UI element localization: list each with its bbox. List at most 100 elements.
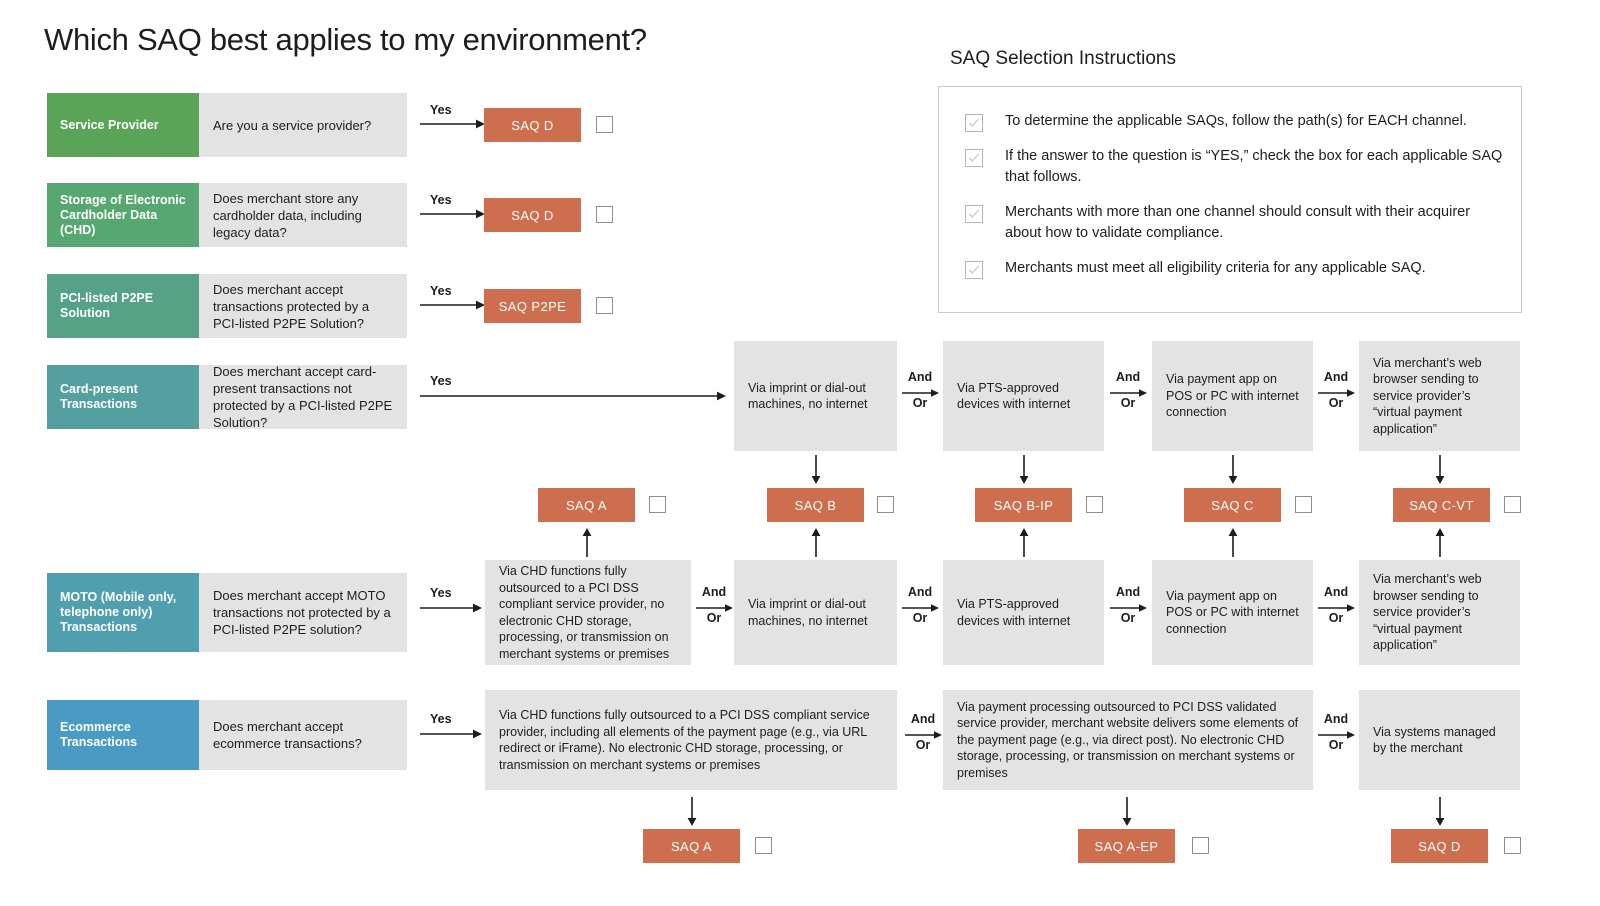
channel-label-p2pe: PCI-listed P2PE Solution xyxy=(47,274,199,338)
saq-badge-service-provider[interactable]: SAQ D xyxy=(484,108,581,142)
card-present-path-box: Via merchant’s web browser sending to se… xyxy=(1359,341,1520,451)
ecommerce-path-box: Via payment processing outsourced to PCI… xyxy=(943,690,1313,790)
ecommerce-path-box: Via systems managed by the merchant xyxy=(1359,690,1520,790)
yes-label: Yes xyxy=(430,193,452,207)
channel-label-service-provider: Service Provider xyxy=(47,93,199,157)
card-present-path-box: Via PTS-approved devices with internet xyxy=(943,341,1104,451)
arrow-up-icon xyxy=(810,527,822,557)
or-label: Or xyxy=(1120,611,1136,625)
arrow-right-icon xyxy=(902,388,940,398)
arrow-right-icon xyxy=(420,602,483,614)
channel-label-moto: MOTO (Mobile only, telephone only) Trans… xyxy=(47,573,199,652)
saq-badge-a[interactable]: SAQ A xyxy=(538,488,635,522)
channel-question-card-present: Does merchant accept card-present transa… xyxy=(199,364,407,430)
and-label: And xyxy=(701,585,727,599)
or-label: Or xyxy=(1120,396,1136,410)
saq-checkbox[interactable] xyxy=(596,297,613,314)
saq-checkbox[interactable] xyxy=(1295,496,1312,513)
arrow-up-icon xyxy=(1018,527,1030,557)
check-icon[interactable] xyxy=(965,114,983,132)
moto-path-box: Via imprint or dial-out machines, no int… xyxy=(734,560,897,665)
and-label: And xyxy=(1323,370,1349,384)
instruction-text: Merchants must meet all eligibility crit… xyxy=(1005,260,1426,276)
and-label: And xyxy=(907,370,933,384)
check-icon[interactable] xyxy=(965,261,983,279)
yes-label: Yes xyxy=(430,374,452,388)
arrow-up-icon xyxy=(581,527,593,557)
yes-label: Yes xyxy=(430,284,452,298)
arrow-right-icon xyxy=(420,728,483,740)
yes-label: Yes xyxy=(430,712,452,726)
and-label: And xyxy=(910,712,936,726)
arrow-down-icon xyxy=(1227,455,1239,485)
arrow-right-icon xyxy=(902,603,940,613)
instructions-panel-title: SAQ Selection Instructions xyxy=(950,48,1176,69)
instruction-text: If the answer to the question is “YES,” … xyxy=(1005,148,1503,185)
and-label: And xyxy=(907,585,933,599)
channel-question-chd-storage: Does merchant store any cardholder data,… xyxy=(199,183,407,247)
arrow-down-icon xyxy=(810,455,822,485)
arrow-right-icon xyxy=(696,603,734,613)
instructions-panel: To determine the applicable SAQs, follow… xyxy=(938,86,1522,313)
arrow-right-icon xyxy=(420,118,486,130)
moto-path-box: Via PTS-approved devices with internet xyxy=(943,560,1104,665)
saq-badge-b-ip[interactable]: SAQ B-IP xyxy=(975,488,1072,522)
arrow-right-icon xyxy=(905,730,943,740)
instruction-item: To determine the applicable SAQs, follow… xyxy=(965,111,1503,132)
channel-label-ecommerce: Ecommerce Transactions xyxy=(47,700,199,770)
saq-badge-c[interactable]: SAQ C xyxy=(1184,488,1281,522)
and-label: And xyxy=(1115,585,1141,599)
saq-badge-a-ep[interactable]: SAQ A-EP xyxy=(1078,829,1175,863)
arrow-right-long-icon xyxy=(420,390,727,402)
channel-question-service-provider: Are you a service provider? xyxy=(199,93,407,157)
arrow-right-icon xyxy=(420,299,486,311)
or-label: Or xyxy=(1328,611,1344,625)
card-present-path-box: Via imprint or dial-out machines, no int… xyxy=(734,341,897,451)
channel-label-chd-storage: Storage of Electronic Cardholder Data (C… xyxy=(47,183,199,247)
saq-checkbox[interactable] xyxy=(1504,496,1521,513)
arrow-down-icon xyxy=(686,797,698,827)
card-present-path-box: Via payment app on POS or PC with intern… xyxy=(1152,341,1313,451)
or-label: Or xyxy=(1328,396,1344,410)
and-label: And xyxy=(1323,585,1349,599)
or-label: Or xyxy=(1328,738,1344,752)
saq-checkbox[interactable] xyxy=(649,496,666,513)
saq-badge-d-bottom[interactable]: SAQ D xyxy=(1391,829,1488,863)
saq-badge-b[interactable]: SAQ B xyxy=(767,488,864,522)
yes-label: Yes xyxy=(430,586,452,600)
check-icon[interactable] xyxy=(965,149,983,167)
arrow-down-icon xyxy=(1121,797,1133,827)
check-icon[interactable] xyxy=(965,205,983,223)
moto-path-box: Via CHD functions fully outsourced to a … xyxy=(485,560,691,665)
arrow-up-icon xyxy=(1227,527,1239,557)
yes-label: Yes xyxy=(430,103,452,117)
channel-label-card-present: Card-present Transactions xyxy=(47,365,199,429)
arrow-right-icon xyxy=(1318,730,1356,740)
channel-question-p2pe: Does merchant accept transactions protec… xyxy=(199,274,407,338)
saq-checkbox[interactable] xyxy=(1504,837,1521,854)
saq-badge-a-bottom[interactable]: SAQ A xyxy=(643,829,740,863)
saq-checkbox[interactable] xyxy=(1086,496,1103,513)
saq-checkbox[interactable] xyxy=(596,206,613,223)
saq-checkbox[interactable] xyxy=(596,116,613,133)
channel-question-ecommerce: Does merchant accept ecommerce transacti… xyxy=(199,700,407,770)
arrow-right-icon xyxy=(1318,603,1356,613)
or-label: Or xyxy=(915,738,931,752)
instructions-list: To determine the applicable SAQs, follow… xyxy=(965,111,1503,293)
saq-badge-c-vt[interactable]: SAQ C-VT xyxy=(1393,488,1490,522)
arrow-up-icon xyxy=(1434,527,1446,557)
saq-checkbox[interactable] xyxy=(755,837,772,854)
arrow-right-icon xyxy=(1318,388,1356,398)
and-label: And xyxy=(1115,370,1141,384)
moto-path-box: Via merchant’s web browser sending to se… xyxy=(1359,560,1520,665)
arrow-down-icon xyxy=(1434,455,1446,485)
instruction-item: If the answer to the question is “YES,” … xyxy=(965,146,1503,188)
saq-badge-chd-storage[interactable]: SAQ D xyxy=(484,198,581,232)
saq-checkbox[interactable] xyxy=(877,496,894,513)
saq-badge-p2pe[interactable]: SAQ P2PE xyxy=(484,289,581,323)
or-label: Or xyxy=(706,611,722,625)
arrow-down-icon xyxy=(1018,455,1030,485)
saq-checkbox[interactable] xyxy=(1192,837,1209,854)
instruction-text: To determine the applicable SAQs, follow… xyxy=(1005,113,1467,129)
